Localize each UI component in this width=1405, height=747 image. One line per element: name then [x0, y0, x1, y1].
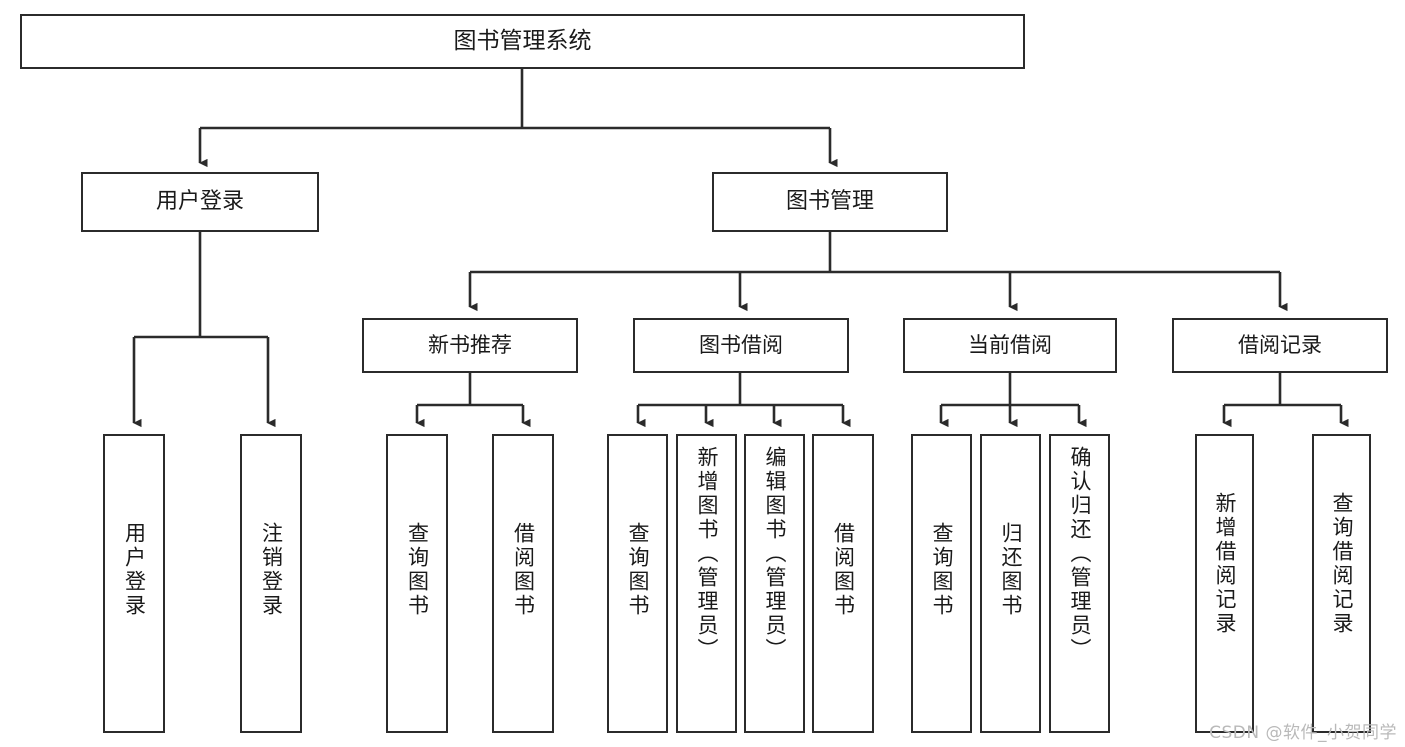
- node-root-label: 图书管理系统: [453, 27, 592, 54]
- node-leaf-logout-label: 注销登录: [259, 522, 284, 618]
- node-leaf-query-book-1-label: 查询图书: [405, 522, 430, 618]
- node-borrow-record-label: 借阅记录: [1238, 333, 1322, 358]
- node-leaf-query-book-2-label: 查询图书: [626, 522, 650, 618]
- node-leaf-borrow-book-1-label: 借阅图书: [511, 522, 536, 618]
- node-leaf-logout[interactable]: 注销登录: [240, 434, 302, 733]
- node-root[interactable]: 图书管理系统: [20, 14, 1025, 69]
- node-leaf-user-login[interactable]: 用户登录: [103, 434, 165, 733]
- node-leaf-query-record[interactable]: 查询借阅记录: [1312, 434, 1371, 733]
- node-user-login[interactable]: 用户登录: [81, 172, 319, 232]
- node-borrow-record[interactable]: 借阅记录: [1172, 318, 1388, 373]
- node-leaf-confirm-return[interactable]: 确认归还（管理员）: [1049, 434, 1110, 733]
- node-leaf-query-book-1[interactable]: 查询图书: [386, 434, 448, 733]
- node-leaf-add-book[interactable]: 新增图书（管理员）: [676, 434, 737, 733]
- node-leaf-edit-book-label: 编辑图书（管理员）: [763, 446, 787, 662]
- node-current-borrow-label: 当前借阅: [968, 333, 1052, 358]
- node-leaf-query-book-3-label: 查询图书: [930, 522, 954, 618]
- node-leaf-return-book[interactable]: 归还图书: [980, 434, 1041, 733]
- node-current-borrow[interactable]: 当前借阅: [903, 318, 1117, 373]
- node-leaf-borrow-book-1[interactable]: 借阅图书: [492, 434, 554, 733]
- node-leaf-confirm-return-label: 确认归还（管理员）: [1068, 446, 1092, 662]
- node-leaf-borrow-book-2[interactable]: 借阅图书: [812, 434, 874, 733]
- node-leaf-query-book-3[interactable]: 查询图书: [911, 434, 972, 733]
- node-leaf-query-book-2[interactable]: 查询图书: [607, 434, 668, 733]
- node-leaf-add-record[interactable]: 新增借阅记录: [1195, 434, 1254, 733]
- node-leaf-add-book-label: 新增图书（管理员）: [695, 446, 719, 662]
- node-book-manage-label: 图书管理: [785, 189, 874, 215]
- node-leaf-user-login-label: 用户登录: [122, 522, 147, 618]
- node-new-book-rec-label: 新书推荐: [428, 333, 512, 358]
- node-leaf-edit-book[interactable]: 编辑图书（管理员）: [744, 434, 805, 733]
- node-leaf-query-record-label: 查询借阅记录: [1330, 492, 1354, 636]
- node-user-login-label: 用户登录: [155, 189, 244, 215]
- node-leaf-add-record-label: 新增借阅记录: [1213, 492, 1237, 636]
- node-book-manage[interactable]: 图书管理: [712, 172, 948, 232]
- node-new-book-rec[interactable]: 新书推荐: [362, 318, 578, 373]
- node-book-borrow-label: 图书借阅: [699, 333, 783, 358]
- node-leaf-return-book-label: 归还图书: [999, 522, 1023, 618]
- node-book-borrow[interactable]: 图书借阅: [633, 318, 849, 373]
- node-leaf-borrow-book-2-label: 借阅图书: [831, 522, 856, 618]
